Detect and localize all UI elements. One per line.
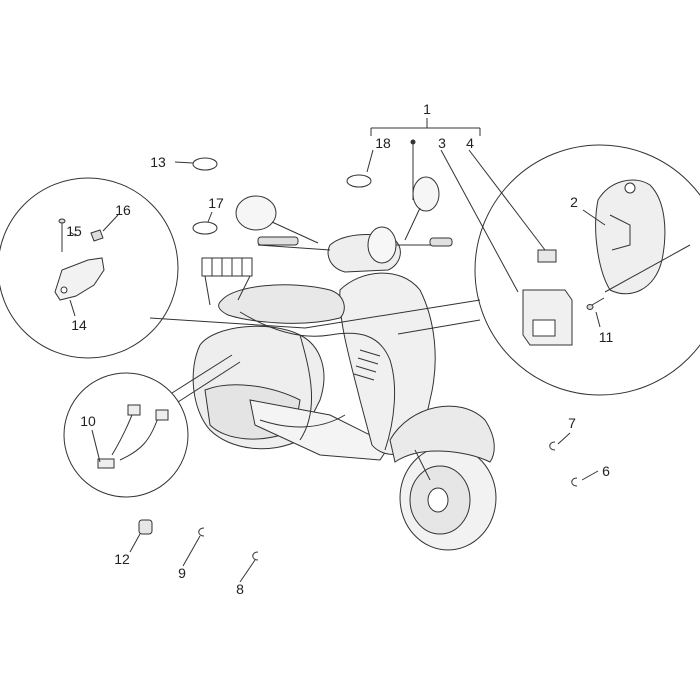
clip-part-6	[571, 477, 578, 487]
callout-13: 13	[150, 154, 166, 170]
callout-1: 1	[423, 101, 431, 117]
clip-part-9	[198, 527, 205, 537]
left-mirror	[235, 195, 277, 231]
callout-1-bracket	[370, 118, 481, 136]
callout-11: 11	[599, 329, 614, 345]
floorboard	[249, 399, 391, 461]
callout-8: 8	[236, 581, 244, 597]
clamp-part-17	[192, 221, 218, 235]
front-mudguard	[389, 405, 495, 463]
screw-part-15	[58, 218, 66, 224]
clip-part-8	[252, 551, 259, 561]
callout-12: 12	[114, 551, 130, 567]
clip-part-16	[90, 229, 104, 242]
leader-lines	[149, 299, 481, 403]
scooter-illustration	[192, 176, 497, 551]
detail-circle-ecu	[474, 144, 700, 396]
wiring-harness	[239, 311, 396, 451]
callout-2: 2	[570, 194, 578, 210]
right-mirror	[412, 176, 440, 212]
clip-part-7	[549, 441, 556, 451]
ecu-part-3	[522, 289, 573, 346]
clamp-part-18	[346, 174, 372, 188]
rear-rack	[201, 257, 253, 306]
callout-17: 17	[208, 195, 224, 211]
callout-16: 16	[115, 202, 131, 218]
callout-6: 6	[602, 463, 610, 479]
bracket-part-14	[54, 257, 105, 301]
callout-7: 7	[568, 415, 576, 431]
callout-10: 10	[80, 413, 96, 429]
label-leaders	[69, 139, 606, 583]
seat	[218, 284, 345, 324]
callout-14: 14	[71, 317, 87, 333]
detail-circle-bracket	[0, 177, 179, 359]
headlight	[367, 226, 397, 264]
clamp-part-13	[192, 157, 218, 171]
grommet-part-12	[138, 519, 153, 535]
callout-3: 3	[438, 135, 446, 151]
callout-9: 9	[178, 565, 186, 581]
callout-18: 18	[375, 135, 391, 151]
callout-4: 4	[466, 135, 474, 151]
screw-part-11	[586, 304, 594, 310]
loose-parts	[138, 157, 578, 561]
connector-part-10	[97, 458, 115, 469]
callout-labels: 1 18 3 4 2 11 13 17 16 15 14 10 12 9 8 7…	[66, 101, 613, 597]
detail-circle-cable	[63, 372, 189, 498]
fuse-part-4	[537, 249, 557, 263]
callout-15: 15	[66, 223, 82, 239]
